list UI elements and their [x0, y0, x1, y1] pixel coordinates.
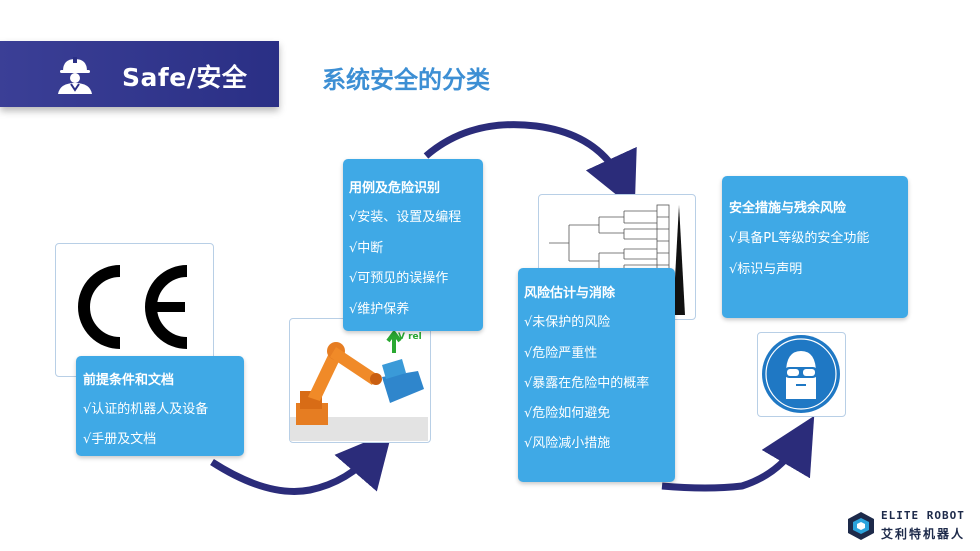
robot-arm-illustration: V rel	[290, 329, 428, 441]
arrow-1	[210, 430, 393, 495]
header-banner: Safe/安全	[0, 41, 279, 107]
step-1-item: √认证的机器人及设备	[83, 402, 209, 417]
page-title: 系统安全的分类	[322, 66, 490, 94]
step-1-heading: 前提条件和文档	[83, 373, 175, 388]
banner-title: Safe/安全	[122, 63, 248, 92]
step-1-box: 前提条件和文档 √认证的机器人及设备 √手册及文档	[76, 356, 244, 456]
ce-mark	[78, 265, 188, 349]
step-2-item: √维护保养	[349, 302, 410, 317]
arrow-3	[661, 415, 815, 492]
elite-robot-logo: ELITE ROBOT 艾利特机器人	[845, 508, 969, 544]
step-4-heading: 安全措施与残余风险	[729, 201, 847, 216]
eye-protection-sign	[762, 335, 840, 413]
step-2-item: √安装、设置及编程	[349, 210, 462, 225]
elite-robot-logo-icon	[848, 512, 874, 540]
ce-mark-frame	[55, 243, 214, 377]
step-1-item: √手册及文档	[83, 432, 157, 447]
step-3-box: 风险估计与消除 √未保护的风险 √危险严重性 √暴露在危险中的概率 √危险如何避…	[518, 268, 675, 482]
eye-protection-frame	[757, 332, 846, 417]
step-4-item: √标识与声明	[729, 262, 803, 277]
step-2-box: 用例及危险识别 √安装、设置及编程 √中断 √可预见的误操作 √维护保养	[343, 159, 483, 331]
step-4-box: 安全措施与残余风险 √具备PL等级的安全功能 √标识与声明	[722, 176, 908, 318]
brand-name: ELITE ROBOT	[881, 509, 965, 522]
step-3-item: √风险减小措施	[524, 436, 611, 451]
arrow-2	[423, 121, 637, 210]
step-2-item: √中断	[349, 241, 384, 256]
brand-name-cn: 艾利特机器人	[881, 527, 966, 541]
step-2-heading: 用例及危险识别	[349, 181, 441, 196]
step-3-item: √未保护的风险	[524, 315, 611, 330]
worker-helmet-icon	[54, 54, 96, 94]
step-2-item: √可预见的误操作	[349, 271, 449, 286]
step-3-heading: 风险估计与消除	[524, 286, 616, 301]
step-3-item: √暴露在危险中的概率	[524, 376, 650, 391]
step-3-item: √危险严重性	[524, 346, 598, 361]
robot-velocity-label: V rel	[398, 332, 422, 342]
step-3-item: √危险如何避免	[524, 406, 611, 421]
step-4-item: √具备PL等级的安全功能	[729, 231, 870, 246]
robot-arm-frame: V rel	[289, 318, 431, 443]
